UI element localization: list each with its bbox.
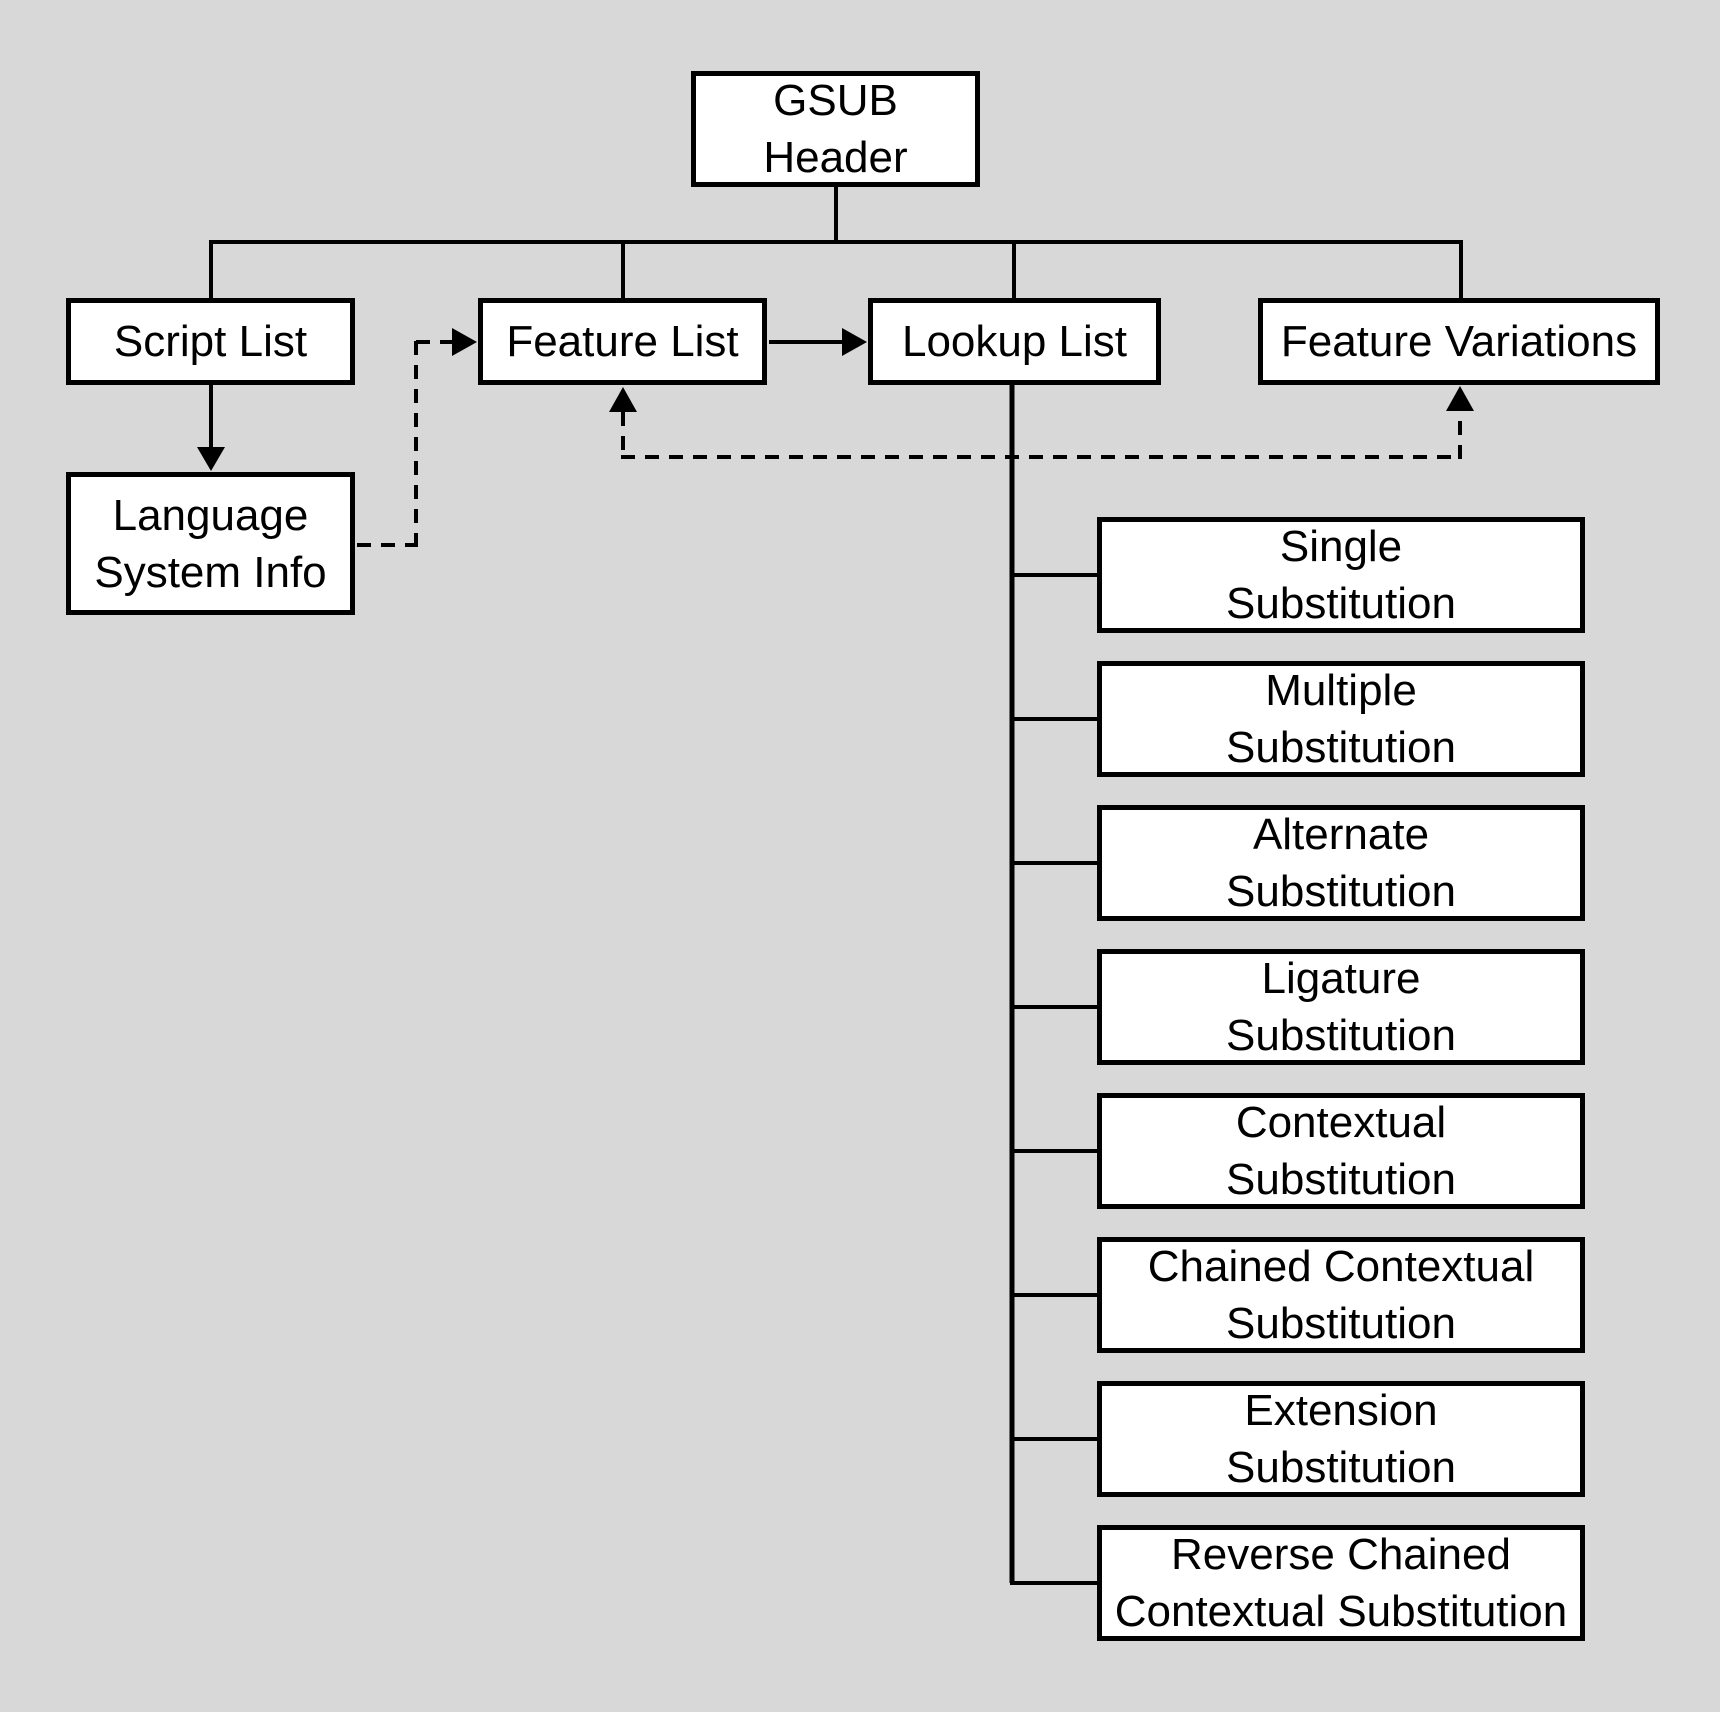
reverse-chained-contextual-substitution-label: Reverse Chained Contextual Substitution bbox=[1114, 1530, 1568, 1636]
extension-substitution-box: Extension Substitution bbox=[1097, 1381, 1585, 1497]
ligature-substitution-box: Ligature Substitution bbox=[1097, 949, 1585, 1065]
script-list-label: Script List bbox=[113, 317, 308, 366]
alternate-substitution-label: Alternate Substitution bbox=[1226, 810, 1456, 916]
alternate-substitution-box: Alternate Substitution bbox=[1097, 805, 1585, 921]
single-substitution-box: Single Substitution bbox=[1097, 517, 1585, 633]
arrowhead-into-featurelist-left bbox=[452, 328, 477, 356]
multiple-substitution-label: Multiple Substitution bbox=[1226, 666, 1456, 772]
gsub-header-label: GSUB Header bbox=[763, 76, 908, 182]
chained-contextual-substitution-box: Chained Contextual Substitution bbox=[1097, 1237, 1585, 1353]
ligature-substitution-label: Ligature Substitution bbox=[1226, 954, 1456, 1060]
contextual-substitution-label: Contextual Substitution bbox=[1226, 1098, 1456, 1204]
extension-substitution-label: Extension Substitution bbox=[1226, 1386, 1456, 1492]
gsub-header-box: GSUB Header bbox=[691, 71, 980, 187]
lookup-list-label: Lookup List bbox=[901, 317, 1128, 366]
reverse-chained-contextual-substitution-box: Reverse Chained Contextual Substitution bbox=[1097, 1525, 1585, 1641]
language-system-info-box: Language System Info bbox=[66, 472, 355, 615]
single-substitution-label: Single Substitution bbox=[1226, 522, 1456, 628]
script-list-box: Script List bbox=[66, 298, 355, 385]
feature-variations-label: Feature Variations bbox=[1280, 317, 1638, 366]
lookup-list-box: Lookup List bbox=[868, 298, 1161, 385]
feature-list-label: Feature List bbox=[506, 317, 739, 366]
arrowhead-into-lsi bbox=[197, 447, 225, 471]
multiple-substitution-box: Multiple Substitution bbox=[1097, 661, 1585, 777]
arrowhead-into-lookuplist-left bbox=[842, 328, 867, 356]
chained-contextual-substitution-label: Chained Contextual Substitution bbox=[1147, 1242, 1535, 1348]
arrowhead-into-featurelist-bottom bbox=[609, 387, 637, 412]
arrowhead-into-featurevariations-bottom bbox=[1446, 386, 1474, 411]
language-system-info-label: Language System Info bbox=[94, 490, 327, 597]
feature-variations-box: Feature Variations bbox=[1258, 298, 1660, 385]
feature-list-box: Feature List bbox=[478, 298, 767, 385]
contextual-substitution-box: Contextual Substitution bbox=[1097, 1093, 1585, 1209]
